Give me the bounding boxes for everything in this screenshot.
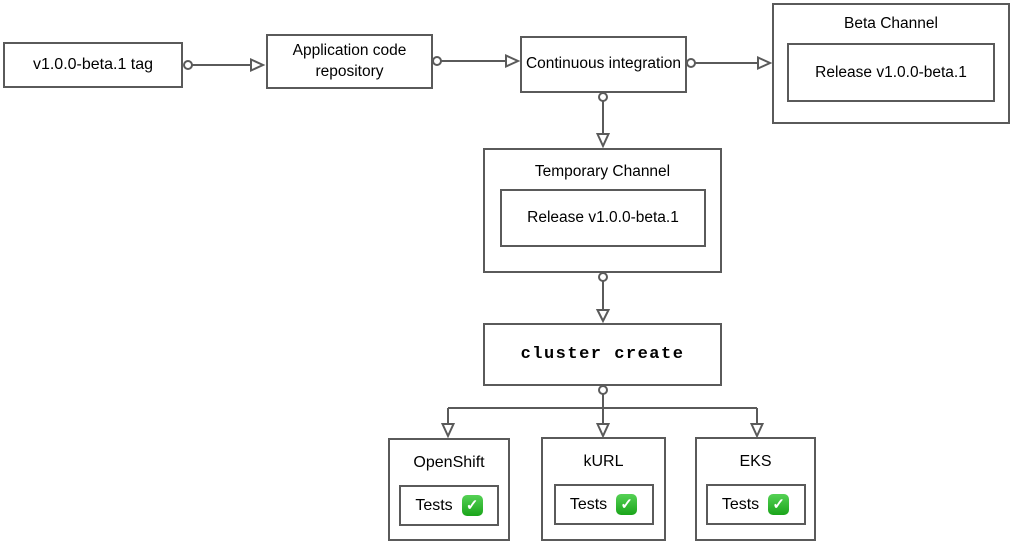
node-cluster-create: cluster create — [483, 323, 722, 386]
platform-eks-title: EKS — [739, 453, 772, 470]
beta-channel-release-label: Release v1.0.0-beta.1 — [815, 63, 967, 81]
check-icon: ✓ — [461, 495, 483, 516]
check-icon: ✓ — [616, 494, 638, 515]
beta-channel-release-box: Release v1.0.0-beta.1 — [787, 43, 995, 102]
node-version-tag: v1.0.0-beta.1 tag — [3, 42, 183, 88]
eks-tests-box: Tests ✓ — [705, 484, 806, 525]
node-platform-kurl: kURL Tests ✓ — [541, 437, 666, 541]
openshift-tests-box: Tests ✓ — [399, 485, 499, 526]
node-version-tag-label: v1.0.0-beta.1 tag — [32, 56, 154, 73]
temporary-channel-title: Temporary Channel — [534, 163, 671, 180]
openshift-tests-label: Tests — [415, 496, 453, 514]
temporary-channel-release-label: Release v1.0.0-beta.1 — [527, 209, 679, 226]
node-app-code-repository-label: Application code repository — [292, 42, 407, 80]
eks-tests-label: Tests — [721, 495, 760, 513]
check-icon: ✓ — [768, 494, 790, 515]
node-continuous-integration-label: Continuous integration — [525, 55, 682, 73]
node-app-code-repository: Application code repository — [266, 34, 433, 89]
beta-channel-title: Beta Channel — [844, 15, 938, 32]
kurl-tests-label: Tests — [569, 495, 608, 513]
platform-openshift-title: OpenShift — [413, 454, 485, 471]
node-continuous-integration: Continuous integration — [520, 36, 687, 93]
node-temporary-channel: Temporary Channel Release v1.0.0-beta.1 — [483, 148, 722, 273]
kurl-tests-box: Tests ✓ — [553, 484, 654, 525]
node-beta-channel: Beta Channel Release v1.0.0-beta.1 — [772, 3, 1010, 124]
node-platform-openshift: OpenShift Tests ✓ — [388, 438, 510, 541]
temporary-channel-release-box: Release v1.0.0-beta.1 — [500, 189, 706, 247]
platform-kurl-title: kURL — [583, 453, 624, 470]
node-platform-eks: EKS Tests ✓ — [695, 437, 816, 541]
node-cluster-create-label: cluster create — [520, 345, 685, 364]
